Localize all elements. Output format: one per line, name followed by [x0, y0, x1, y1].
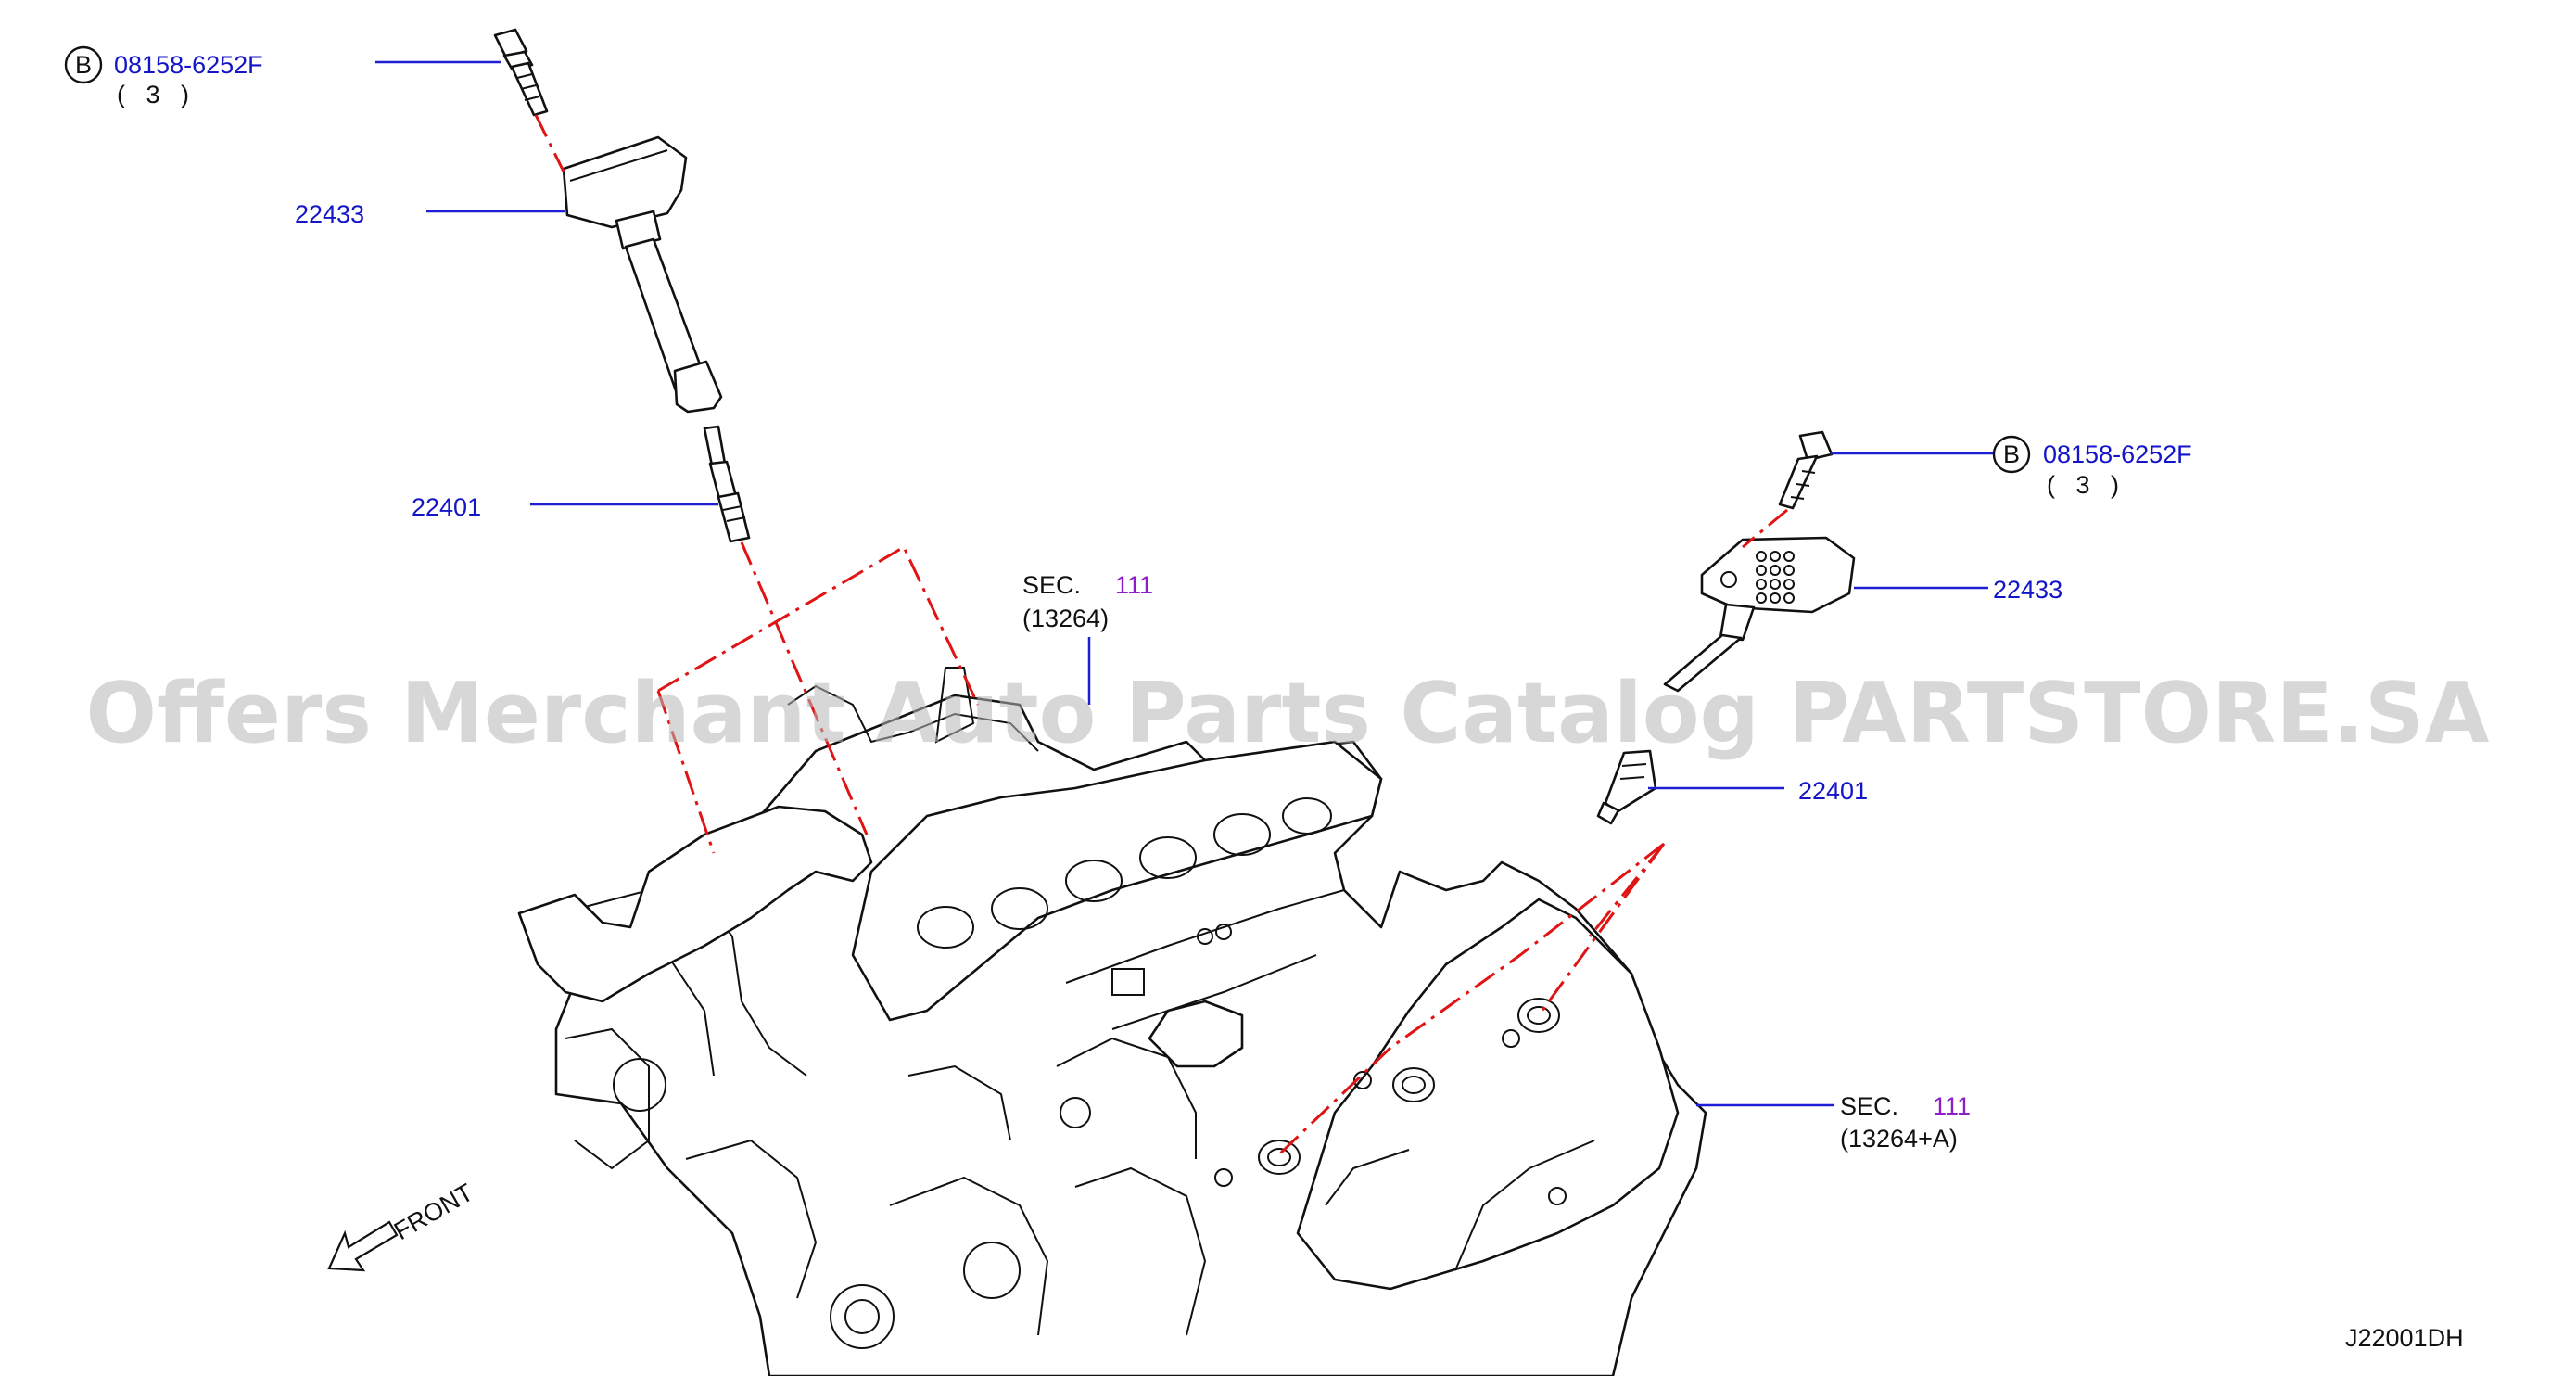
- part-number-plug-right[interactable]: 22401: [1798, 777, 1868, 805]
- bolt-right: [1778, 430, 1834, 510]
- part-number-plug-left[interactable]: 22401: [412, 493, 481, 521]
- section-prefix: SEC.: [1840, 1092, 1898, 1120]
- front-arrow-icon: [327, 1220, 399, 1272]
- quantity-bolt-left: ( 3 ): [117, 81, 189, 108]
- bolt-left: [493, 28, 549, 117]
- callout-bolt-right[interactable]: B 08158-6252F ( 3 ): [1992, 435, 2192, 499]
- engine-block: [517, 667, 1707, 1376]
- ignition-coil-right: [1663, 536, 1856, 693]
- ignition-coil-left: [562, 135, 723, 414]
- callout-section-top[interactable]: SEC. 111 (13264): [1022, 571, 1153, 632]
- part-number-coil-right[interactable]: 22433: [1993, 576, 2062, 604]
- leader-lines: [375, 60, 1993, 1107]
- section-ref-right: (13264+A): [1840, 1125, 1958, 1153]
- callout-section-right[interactable]: SEC. 111 (13264+A): [1840, 1092, 1971, 1153]
- part-number-coil-left[interactable]: 22433: [295, 200, 364, 228]
- badge-circle: [1992, 435, 2031, 474]
- front-direction-indicator: FRONT: [327, 1179, 478, 1272]
- quantity-bolt-right: ( 3 ): [2047, 471, 2119, 499]
- front-label: FRONT: [389, 1179, 478, 1245]
- spark-plug-right: [1596, 749, 1657, 825]
- installation-guides: [534, 114, 1788, 1156]
- callout-bolt-left[interactable]: B 08158-6252F ( 3 ): [64, 45, 263, 108]
- badge-circle: [64, 45, 103, 84]
- spark-plug-left: [703, 425, 751, 543]
- badge-label: B: [2003, 440, 2020, 468]
- watermark: Offers Merchant Auto Parts Catalog PARTS…: [86, 665, 2490, 762]
- section-number-top[interactable]: 111: [1115, 571, 1153, 599]
- diagram-id: J22001DH: [2345, 1324, 2464, 1352]
- part-number-bolt-left[interactable]: 08158-6252F: [114, 51, 263, 79]
- section-prefix: SEC.: [1022, 571, 1081, 599]
- section-ref-top: (13264): [1022, 605, 1109, 632]
- badge-label: B: [75, 51, 92, 79]
- section-number-right[interactable]: 111: [1933, 1092, 1971, 1120]
- part-number-bolt-right[interactable]: 08158-6252F: [2043, 440, 2192, 468]
